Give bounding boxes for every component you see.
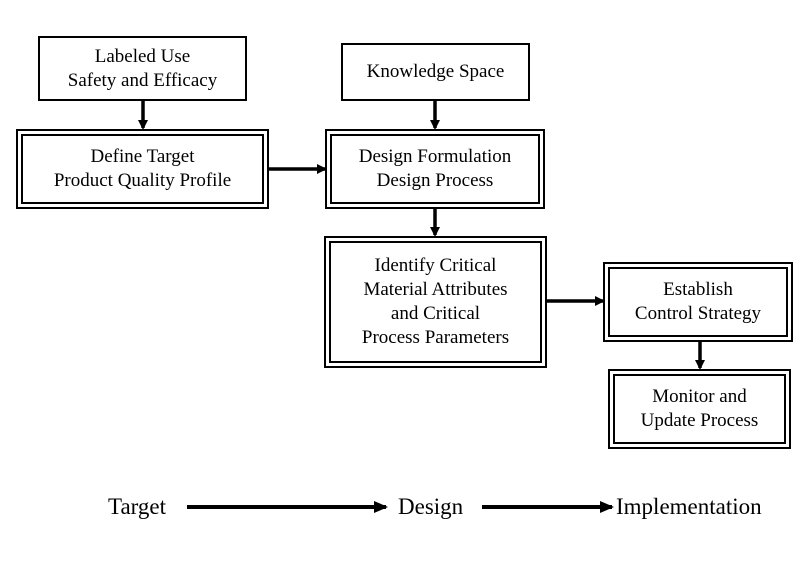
define-tpqp-box: Define Target Product Quality Profile bbox=[16, 129, 269, 209]
control-strategy-line1: Establish bbox=[663, 279, 733, 300]
knowledge-space-line1: Knowledge Space bbox=[366, 61, 505, 82]
define-tpqp-line1: Define Target bbox=[90, 146, 195, 167]
monitor-update-box: Monitor and Update Process bbox=[608, 369, 791, 449]
labeled-use-box: Labeled Use Safety and Efficacy bbox=[38, 36, 247, 101]
identify-cma-box: Identify Critical Material Attributes an… bbox=[324, 236, 547, 368]
design-formulation-box: Design Formulation Design Process bbox=[325, 129, 545, 209]
labeled-use-line1: Labeled Use bbox=[94, 45, 191, 67]
design-formulation-line1: Design Formulation bbox=[358, 146, 512, 167]
knowledge-space-box: Knowledge Space bbox=[341, 43, 530, 101]
identify-cma-line1: Identify Critical bbox=[374, 255, 497, 276]
monitor-update-line1: Monitor and bbox=[652, 386, 747, 407]
monitor-update-line2: Update Process bbox=[640, 410, 759, 431]
labeled-use-line2: Safety and Efficacy bbox=[67, 69, 218, 91]
stage-target-label: Target bbox=[108, 494, 166, 519]
control-strategy-box: Establish Control Strategy bbox=[603, 262, 793, 342]
control-strategy-line2: Control Strategy bbox=[634, 303, 762, 324]
identify-cma-line2: Material Attributes bbox=[363, 279, 508, 300]
define-tpqp-line2: Product Quality Profile bbox=[53, 170, 232, 191]
stage-implementation-label: Implementation bbox=[616, 494, 762, 519]
identify-cma-line3: and Critical bbox=[390, 303, 481, 324]
identify-cma-line4: Process Parameters bbox=[361, 327, 510, 348]
stage-design-label: Design bbox=[398, 494, 464, 519]
design-formulation-line2: Design Process bbox=[376, 170, 494, 191]
